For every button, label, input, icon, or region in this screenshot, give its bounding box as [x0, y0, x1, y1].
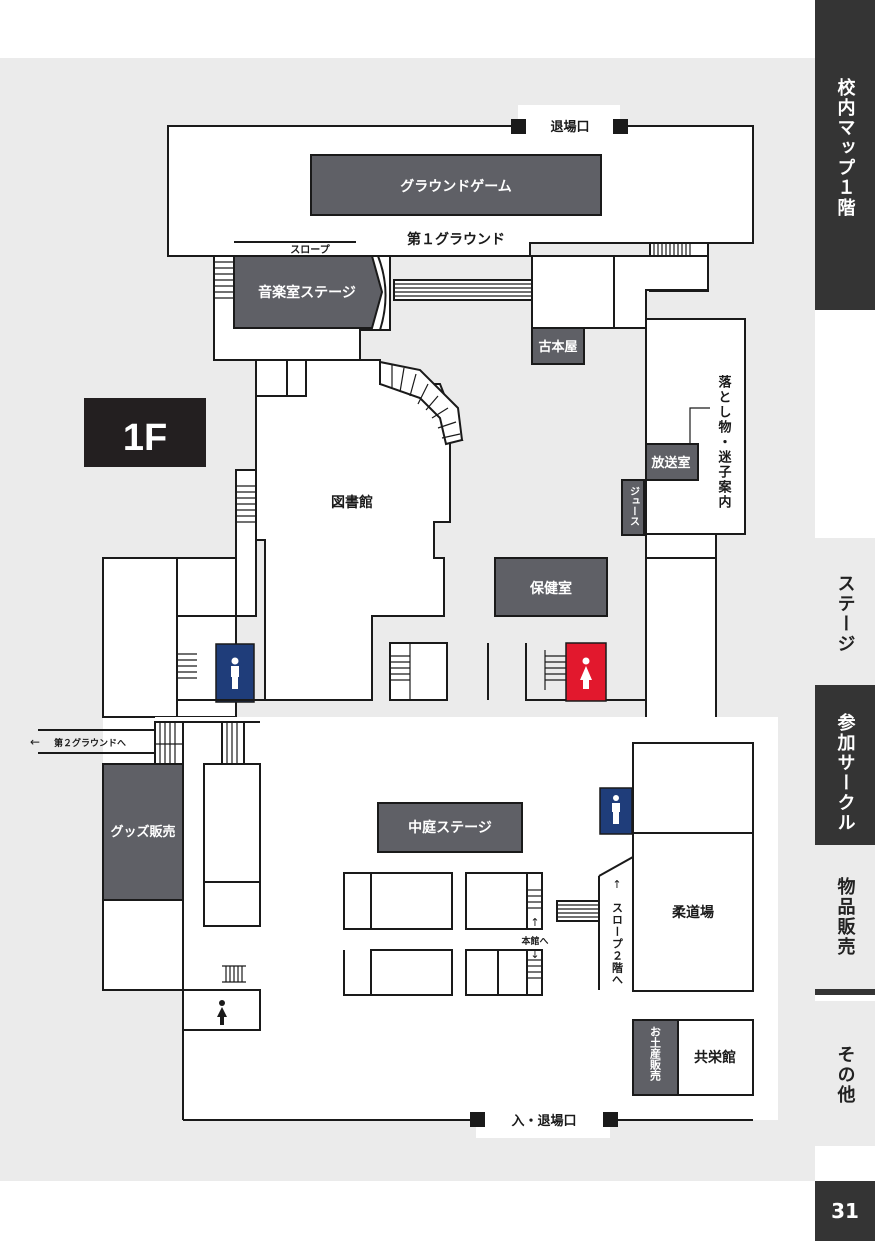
- tab-campus-map-label: 校内マップ１階: [834, 78, 856, 218]
- ground-game-label: グラウンドゲーム: [400, 178, 512, 195]
- exit-top-marker-left: [511, 119, 526, 134]
- left-building: [102, 557, 237, 718]
- used-books-room[interactable]: [531, 327, 585, 365]
- first-ground-label: 第１グラウンド: [407, 231, 505, 248]
- tab-other[interactable]: その他: [815, 1001, 875, 1146]
- goods-sales-label: グッズ販売: [110, 824, 175, 840]
- right-corridor: [645, 557, 717, 720]
- exit-top-gap: [518, 105, 620, 141]
- tab-stage-label: ステージ: [834, 574, 856, 654]
- health-room-label: 保健室: [529, 580, 572, 597]
- library-label: 図書館: [331, 494, 373, 511]
- courtyard-stage-label: 中庭ステージ: [408, 819, 492, 836]
- courtyard-stage[interactable]: [377, 802, 523, 853]
- arrow-up-icon: ↑: [530, 916, 539, 929]
- arrow-up-slope-icon: ↑: [612, 878, 621, 891]
- male-icon-right: [612, 795, 620, 824]
- exit-top-marker-right: [613, 119, 628, 134]
- used-books-wing: [531, 255, 615, 329]
- entrance-gap: [476, 1104, 610, 1138]
- sidebar: 校内マップ１階 ステージ 参加サークル 物品販売 その他: [815, 0, 875, 1241]
- page-number: 31: [815, 1181, 875, 1241]
- judo-hall-label: 柔道場: [671, 904, 714, 921]
- entrance-marker-right: [603, 1112, 618, 1127]
- to-main-building-label: 本館へ: [521, 935, 548, 947]
- slope-label: スロープ: [290, 243, 330, 256]
- tab-goods-label: 物品販売: [834, 877, 856, 957]
- tab-campus-map[interactable]: 校内マップ１階: [815, 0, 875, 310]
- male-icon: [231, 657, 239, 689]
- music-stage-room[interactable]: [233, 255, 384, 329]
- health-room[interactable]: [494, 557, 608, 617]
- used-books-label: 古本屋: [538, 339, 577, 355]
- female-icon: [580, 657, 592, 689]
- slope-2f-label: スロープ２階へ: [611, 902, 624, 986]
- entrance-marker-left: [470, 1112, 485, 1127]
- tab-goods[interactable]: 物品販売: [815, 845, 875, 995]
- broadcast-room[interactable]: [645, 443, 699, 481]
- floor-badge: [84, 398, 206, 467]
- walkway-top: [393, 279, 533, 301]
- souvenir-shop[interactable]: [632, 1019, 679, 1096]
- tab-circles-label: 参加サークル: [834, 713, 856, 833]
- kyoei-hall-label: 共栄館: [694, 1049, 736, 1066]
- tab-other-label: その他: [834, 1045, 856, 1105]
- floor-map: 退場口 グラウンドゲーム 第１グラウンド スロープ 音楽室ステージ 古本屋 落と…: [30, 105, 778, 1138]
- floor-badge-label: 1F: [123, 417, 167, 459]
- tab-stage[interactable]: ステージ: [815, 538, 875, 685]
- juice-stand[interactable]: [621, 479, 645, 536]
- entrance-label: 入・退場口: [511, 1113, 576, 1129]
- broadcast-label: 放送室: [650, 455, 690, 471]
- exit-top-label: 退場口: [550, 119, 589, 135]
- music-stage-label: 音楽室ステージ: [258, 284, 356, 301]
- tab-circles[interactable]: 参加サークル: [815, 685, 875, 845]
- souvenir-label: お土産販売: [649, 1026, 662, 1082]
- arrow-down-icon: ↓: [530, 948, 539, 961]
- person-icon: [217, 1000, 227, 1025]
- second-ground-label: 第２グラウンドへ: [54, 737, 126, 749]
- judo-hall[interactable]: [632, 832, 754, 992]
- juice-label: ジュース: [628, 486, 640, 526]
- ground-game-room[interactable]: [310, 154, 602, 216]
- arrow-left-icon: ←: [30, 735, 40, 749]
- lost-found-label: 落とし物・迷子案内: [716, 374, 733, 510]
